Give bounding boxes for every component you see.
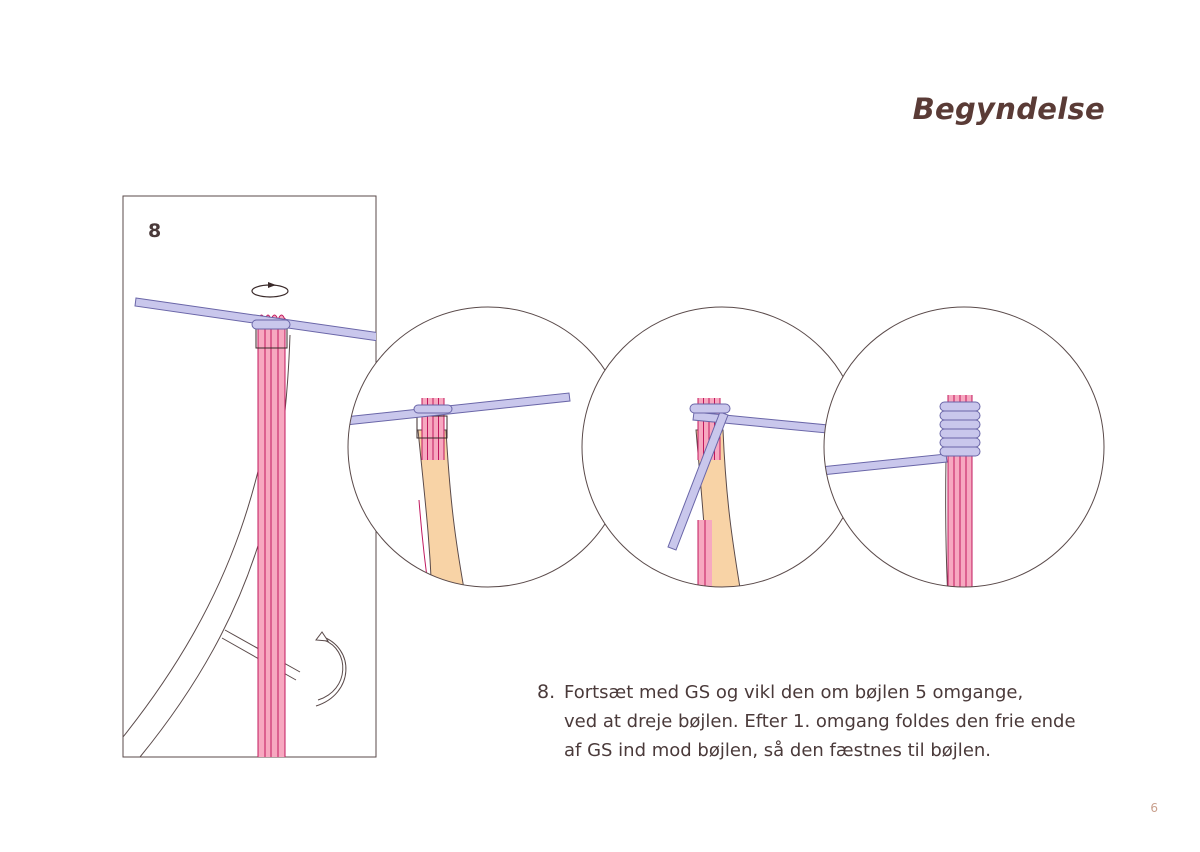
panel-step-label: 8 [148, 220, 162, 242]
rotate-arrow-icon [251, 282, 289, 298]
page-number: 6 [1150, 801, 1158, 815]
detail-circle-1 [347, 306, 629, 588]
step-text: Fortsæt med GS og vikl den om bøjlen 5 o… [564, 678, 1137, 765]
step-text-line: ved at dreje bøjlen. Efter 1. omgang fol… [564, 711, 1076, 732]
core-strands [257, 314, 286, 757]
detail-circle-2 [581, 306, 863, 588]
step-instruction: 8. Fortsæt med GS og vikl den om bøjlen … [537, 678, 1137, 765]
step-text-line: af GS ind mod bøjlen, så den fæstnes til… [564, 740, 992, 761]
wire-coils [939, 401, 981, 457]
step-number: 8. [537, 681, 556, 703]
step-panel [122, 195, 377, 758]
detail-circle-3 [823, 306, 1105, 588]
hook-arrow-icon [315, 631, 347, 707]
step-text-line: Fortsæt med GS og vikl den om bøjlen 5 o… [564, 682, 1024, 703]
binding-wire [134, 297, 376, 342]
page-title: Begyndelse [912, 92, 1105, 126]
